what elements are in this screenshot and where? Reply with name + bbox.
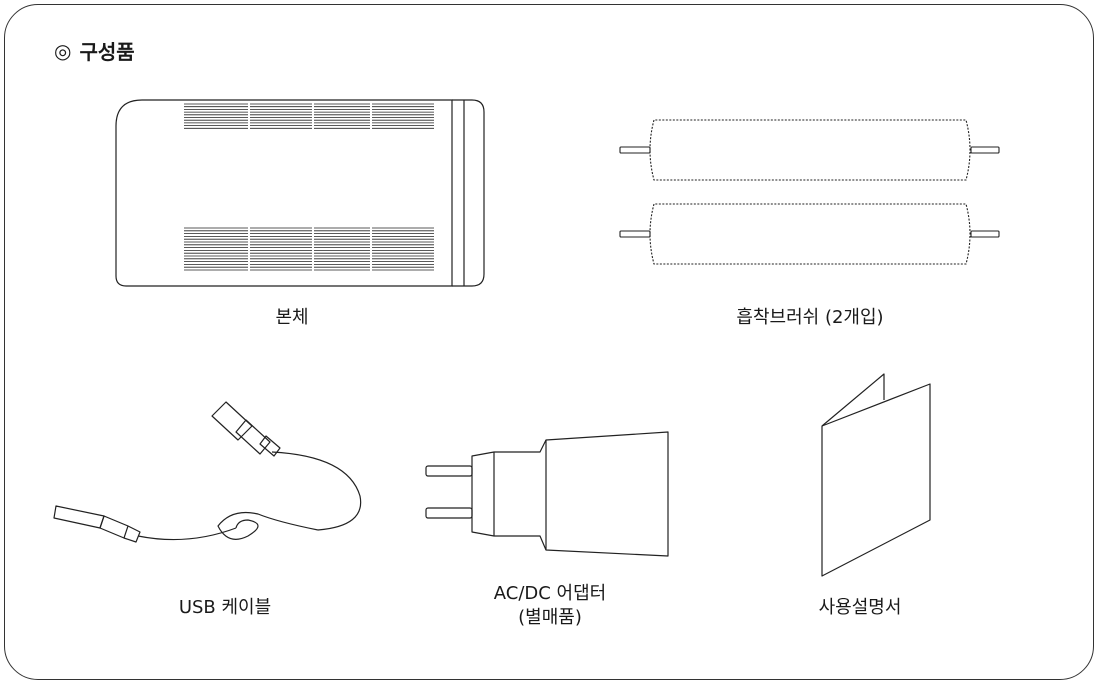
user-manual-illustration (818, 370, 938, 580)
components-panel (4, 4, 1094, 680)
suction-brush-label: 흡착브러쉬 (2개입) (736, 307, 884, 328)
user-manual-label: 사용설명서 (818, 597, 902, 618)
adapter-label-line2: (별매품) (518, 607, 582, 628)
suction-brush-illustration (616, 112, 1006, 282)
usb-cable-label: USB 케이블 (178, 597, 272, 618)
main-unit-illustration (112, 96, 492, 292)
ac-dc-adapter-illustration (420, 428, 670, 568)
double-circle-icon: ◎ (54, 38, 72, 63)
adapter-label-line1: AC/DC 어댑터 (493, 583, 607, 604)
main-unit-label: 본체 (275, 307, 309, 328)
adapter-label: AC/DC 어댑터 (별매품) (460, 582, 640, 630)
section-title: 구성품 (79, 40, 135, 64)
usb-cable-illustration (48, 396, 378, 556)
section-heading: ◎ 구성품 (54, 36, 135, 65)
